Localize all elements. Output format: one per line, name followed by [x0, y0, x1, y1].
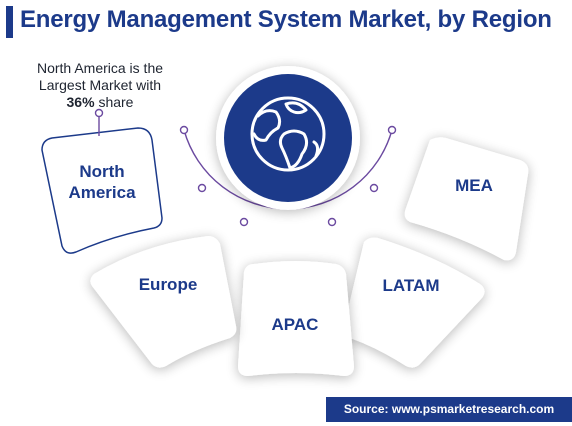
region-label-north-america-line2: America	[68, 183, 136, 202]
region-label-mea: MEA	[455, 176, 493, 195]
callout-line1: North America is the	[36, 60, 164, 76]
arc-dot-nodes	[179, 125, 189, 135]
card-mea: MEA	[404, 137, 529, 261]
callout-line3: 36% share	[8, 94, 192, 111]
callout-share-value: 36%	[66, 94, 95, 110]
card-latam: LATAM	[343, 237, 485, 368]
globe-icon	[250, 96, 326, 172]
region-label-europe: Europe	[139, 275, 198, 294]
title-accent-bar	[6, 6, 13, 38]
arc-dot-nodes	[327, 217, 337, 227]
callout-line2: Largest Market with	[38, 77, 162, 93]
market-callout: North America is the Largest Market with…	[8, 60, 192, 111]
arc-dot-nodes	[369, 183, 379, 193]
callout-share-suffix: share	[98, 94, 134, 110]
arc-dot-nodes	[387, 125, 397, 135]
callout-connector-dot	[94, 108, 104, 118]
page-title: Energy Management System Market, by Regi…	[20, 6, 552, 33]
globe-badge	[216, 66, 360, 210]
arc-dot-nodes	[197, 183, 207, 193]
region-label-apac: APAC	[272, 315, 319, 334]
region-label-north-america-line1: North	[79, 162, 124, 181]
card-north-america: North America	[41, 127, 163, 254]
region-label-latam: LATAM	[383, 276, 440, 295]
card-europe: Europe	[90, 236, 237, 368]
arc-dot-nodes	[239, 217, 249, 227]
card-apac: APAC	[238, 261, 354, 376]
source-label: Source: www.psmarketresearch.com	[326, 397, 572, 422]
